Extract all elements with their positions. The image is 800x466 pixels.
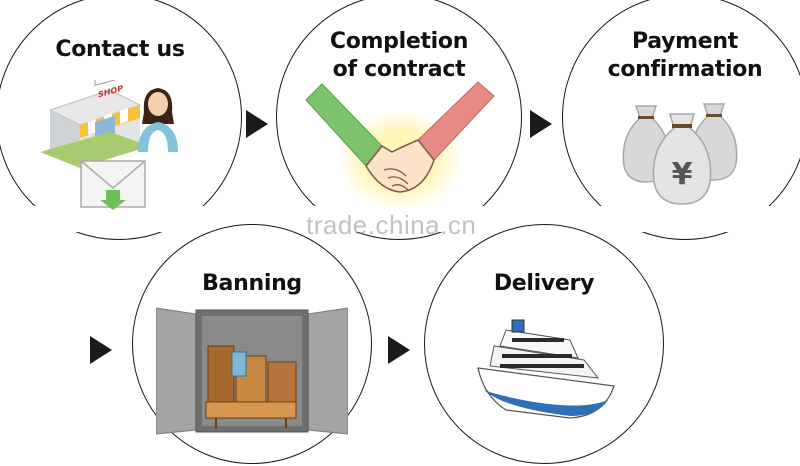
- step-label-delivery: Delivery: [444, 270, 644, 298]
- arrow-right-icon: [530, 110, 552, 138]
- arrow-right-icon: [90, 336, 112, 364]
- envelope-icon: [80, 160, 146, 210]
- arrow-right-icon: [246, 110, 268, 138]
- step-label-contract-line2: of contract: [332, 57, 466, 82]
- step-label-contact: Contact us: [20, 36, 220, 64]
- ship-icon: [477, 319, 615, 419]
- yen-symbol: ¥: [672, 157, 693, 192]
- step-label-payment: Payment confirmation: [585, 28, 785, 84]
- step-label-contact-line1: Contact us: [55, 37, 185, 62]
- arrow-right-icon: [388, 336, 410, 364]
- handshake-icon: [305, 81, 495, 210]
- step-label-delivery-line1: Delivery: [493, 271, 595, 296]
- watermark-text: trade.china.cn: [306, 210, 477, 240]
- separator-band: [0, 206, 800, 232]
- step-label-payment-line1: Payment: [632, 29, 738, 54]
- step-label-contract: Completion of contract: [299, 28, 499, 84]
- person-icon: [138, 88, 178, 152]
- step-label-banning: Banning: [152, 270, 352, 298]
- money-bag-icon: ¥: [622, 103, 738, 205]
- step-label-payment-line2: confirmation: [607, 57, 763, 82]
- shop-icon: SHOP: [40, 80, 150, 168]
- container-icon: [156, 307, 348, 435]
- step-label-banning-line1: Banning: [202, 271, 302, 296]
- step-label-contract-line1: Completion: [329, 29, 469, 54]
